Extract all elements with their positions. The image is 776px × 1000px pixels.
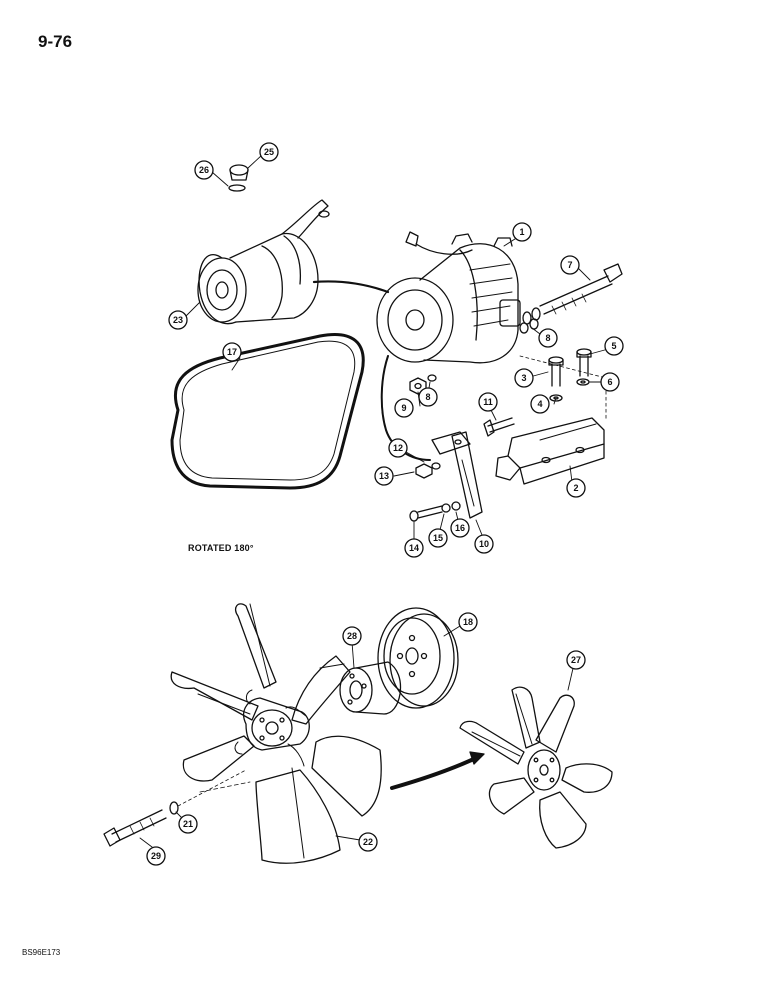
callout-27: 27: [566, 650, 586, 670]
svg-text:8: 8: [545, 333, 550, 343]
svg-text:8: 8: [425, 392, 430, 402]
drive-belt: [170, 333, 365, 490]
callout-25: 25: [259, 142, 279, 162]
callout-14: 14: [404, 538, 424, 558]
svg-text:7: 7: [567, 260, 572, 270]
callout-7: 7: [560, 255, 580, 275]
callout-8-lower: 8: [418, 387, 438, 407]
svg-text:6: 6: [607, 377, 612, 387]
callout-8-upper: 8: [538, 328, 558, 348]
fan-small: [459, 686, 613, 849]
callout-9: 9: [394, 398, 414, 418]
svg-text:4: 4: [537, 399, 542, 409]
cap-and-oring: [228, 164, 249, 192]
callout-23: 23: [168, 310, 188, 330]
callout-3: 3: [514, 368, 534, 388]
page-number: 9-76: [38, 32, 73, 51]
svg-text:13: 13: [379, 471, 389, 481]
document-code: BS96E173: [22, 948, 61, 957]
svg-text:29: 29: [151, 851, 161, 861]
svg-text:9: 9: [401, 403, 406, 413]
callout-5: 5: [604, 336, 624, 356]
fan-large: [170, 603, 382, 864]
callout-13: 13: [374, 466, 394, 486]
callout-26: 26: [194, 160, 214, 180]
callout-28: 28: [342, 626, 362, 646]
callout-22: 22: [358, 832, 378, 852]
long-bolt: [519, 263, 623, 334]
compressor-main: [376, 231, 521, 364]
callout-16: 16: [450, 518, 470, 538]
svg-text:26: 26: [199, 165, 209, 175]
callout-12: 12: [388, 438, 408, 458]
callout-6: 6: [600, 372, 620, 392]
svg-text:14: 14: [409, 543, 419, 553]
mounting-bracket: [495, 355, 607, 485]
callout-17: 17: [222, 342, 242, 362]
svg-text:5: 5: [611, 341, 616, 351]
svg-text:10: 10: [479, 539, 489, 549]
adjusting-strap: [409, 417, 515, 522]
callout-21: 21: [178, 814, 198, 834]
svg-text:17: 17: [227, 347, 237, 357]
svg-text:16: 16: [455, 523, 465, 533]
callout-11: 11: [478, 392, 498, 412]
callout-10: 10: [474, 534, 494, 554]
spacer: [339, 661, 402, 715]
callout-4: 4: [530, 394, 550, 414]
fan-bolt: [103, 769, 247, 847]
svg-text:25: 25: [264, 147, 274, 157]
callout-1: 1: [512, 222, 532, 242]
bracket-bolts: [548, 348, 592, 402]
svg-text:18: 18: [463, 617, 473, 627]
callout-2: 2: [566, 478, 586, 498]
svg-text:23: 23: [173, 315, 183, 325]
callout-18: 18: [458, 612, 478, 632]
svg-text:28: 28: [347, 631, 357, 641]
compressor-rotated: [197, 199, 330, 325]
rotated-note: ROTATED 180°: [188, 543, 254, 553]
svg-text:21: 21: [183, 819, 193, 829]
svg-text:15: 15: [433, 533, 443, 543]
svg-text:22: 22: [363, 837, 373, 847]
pulley: [377, 607, 459, 709]
callout-15: 15: [428, 528, 448, 548]
svg-text:11: 11: [483, 397, 493, 407]
svg-text:2: 2: [573, 483, 578, 493]
callout-leaders: [139, 154, 613, 851]
callout-29: 29: [146, 846, 166, 866]
svg-text:1: 1: [519, 227, 524, 237]
svg-text:27: 27: [571, 655, 581, 665]
svg-text:12: 12: [393, 443, 403, 453]
svg-text:3: 3: [521, 373, 526, 383]
